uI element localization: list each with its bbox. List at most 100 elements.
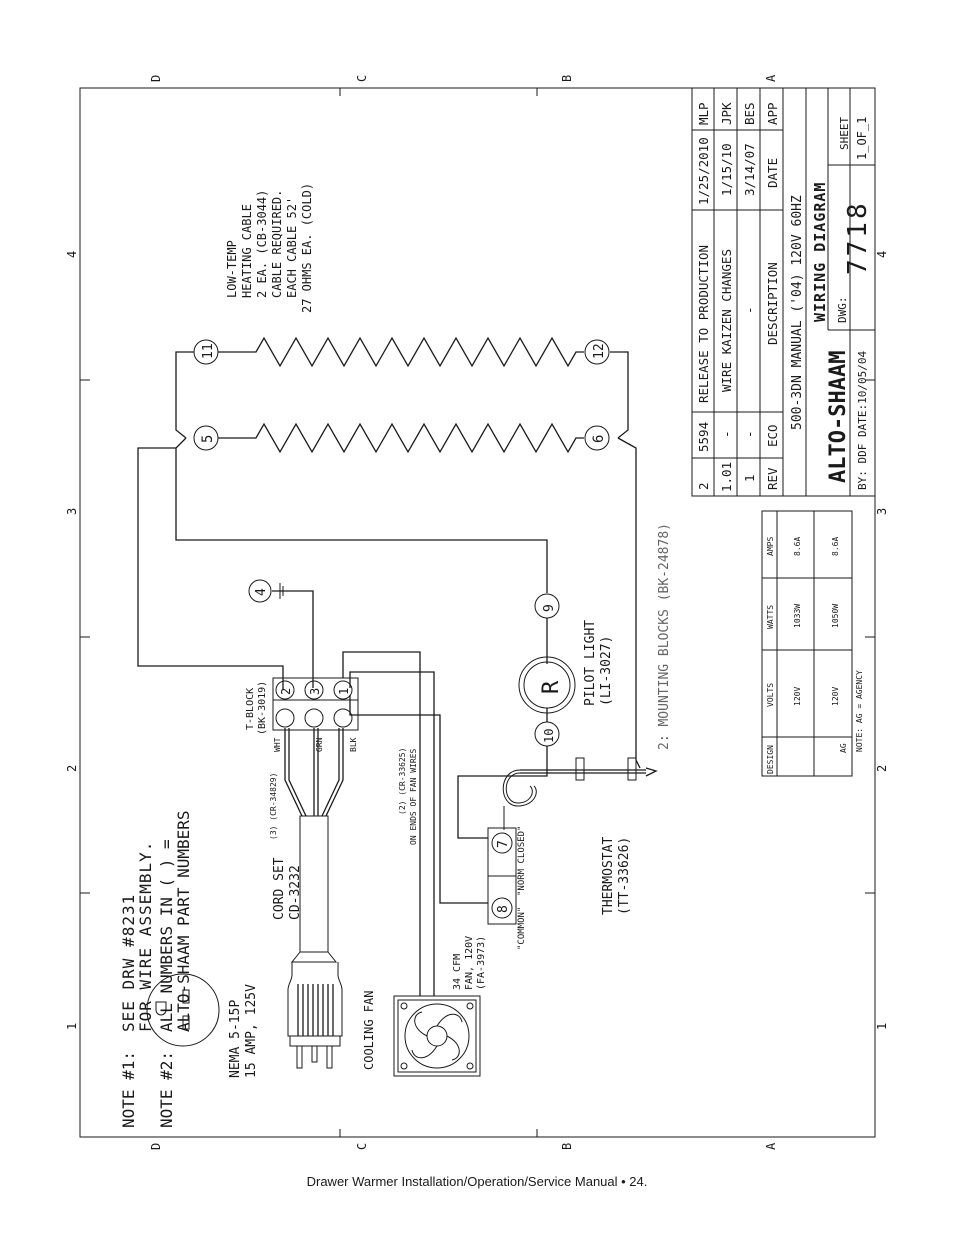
cord-wires — [284, 728, 344, 963]
agency-cell: 8.6A — [793, 537, 802, 556]
note-1: NOTE #1: SEE DRW #8231 FOR WIRE ASSEMBLY… — [119, 841, 155, 1128]
dwg-label: DWG: — [836, 297, 849, 324]
rev-eco: - — [742, 430, 757, 438]
fan-spec-label: 34 CFM FAN, 120V (FA-3973) — [452, 936, 487, 990]
rev-eco: 5594 — [696, 422, 711, 452]
nema-receptacle-icon — [146, 973, 220, 1047]
rev-header-eco: ECO — [765, 424, 780, 447]
terminal-12: 12 — [584, 339, 610, 365]
rev-date: 1/25/2010 — [696, 137, 711, 205]
cord-wires-label: (3) (CR-34829) — [269, 773, 278, 840]
agency-header-volts: VOLTS — [766, 683, 775, 707]
svg-text:GRN: GRN — [315, 737, 324, 752]
rev-description: WIRE KAIZEN CHANGES — [719, 249, 734, 392]
rev-number: 2 — [696, 482, 711, 490]
agency-header-amps: AMPS — [766, 537, 775, 556]
t-block-terminal-1: 1 — [337, 688, 351, 695]
agency-cell: 120V — [793, 687, 802, 706]
agency-cell: 8.6A — [831, 537, 840, 556]
zone-numbers-right: 1 2 3 4 — [875, 251, 889, 1030]
zone-number-left: 4 — [65, 251, 79, 258]
zone-letter-bottom: A — [764, 1142, 778, 1150]
svg-text:5: 5 — [200, 435, 216, 443]
agency-cell: AG — [839, 743, 848, 753]
terminal-6: 6 — [584, 425, 610, 451]
svg-text:FAN, 120V: FAN, 120V — [464, 936, 475, 990]
svg-text:NOTE #1:: NOTE #1: — [119, 1051, 138, 1128]
drawing-border — [79, 87, 876, 1138]
thermostat-label: THERMOSTAT (TT-33626) — [601, 837, 632, 915]
heating-cables — [175, 336, 629, 454]
svg-text:12: 12 — [592, 343, 607, 359]
page-footer: Drawer Warmer Installation/Operation/Ser… — [306, 1174, 648, 1189]
mounting-blocks-label: 2: MOUNTING BLOCKS (BK-24878) — [657, 523, 672, 750]
svg-text:T-BLOCK: T-BLOCK — [245, 688, 256, 730]
cord-set-label: CORD SET CD-3232 — [272, 857, 303, 920]
agency-note: NOTE: AG = AGENCY — [855, 670, 864, 752]
pilot-light-label: PILOT LIGHT (LI-3027) — [583, 620, 614, 706]
svg-text:SEE DRW #8231: SEE DRW #8231 — [119, 894, 138, 1032]
agency-cell: 1033W — [793, 604, 802, 628]
fan-wires-label: (2) (CR-33625) ON ENDS OF FAN WIRES — [398, 748, 418, 845]
agency-table: DESIGN VOLTS WATTS AMPS 120V 1033W 8.6A … — [761, 510, 864, 777]
t-block-terminal-2: 2 — [279, 688, 293, 695]
rev-eco: - — [719, 430, 734, 438]
svg-text:(LI-3027): (LI-3027) — [599, 636, 614, 706]
cooling-fan — [393, 900, 481, 1077]
plug — [287, 962, 343, 1069]
svg-text:10: 10 — [542, 729, 556, 743]
zone-letter-bottom: C — [355, 1143, 369, 1150]
svg-text:9: 9 — [542, 604, 557, 612]
svg-text:HEATING CABLE: HEATING CABLE — [240, 204, 254, 298]
thermostat-nc-label: "NORM CLOSED" — [517, 826, 527, 896]
terminal-11: 11 — [193, 339, 219, 365]
rev-number: 1.01 — [719, 462, 734, 492]
svg-text:CD-3232: CD-3232 — [288, 865, 303, 920]
t-block-wire-labels: WHT GRN BLK — [273, 737, 358, 752]
rev-app: MLP — [696, 102, 711, 125]
terminal-8: 8 — [496, 905, 511, 913]
svg-text:2 EA. (CB-3044): 2 EA. (CB-3044) — [255, 190, 269, 298]
zone-number-left: 3 — [65, 508, 79, 515]
zone-number-right: 1 — [875, 1023, 889, 1030]
svg-text:WHT: WHT — [273, 737, 282, 752]
thermostat: 7 8 "NORM CLOSED" "COMMON" — [487, 826, 527, 950]
title-block: 2 5594 RELEASE TO PRODUCTION 1/25/2010 M… — [691, 87, 876, 497]
rev-app: JPK — [719, 102, 734, 125]
svg-text:NOTE #2:: NOTE #2: — [157, 1051, 176, 1128]
svg-text:NEMA 5-15P: NEMA 5-15P — [228, 1000, 243, 1078]
t-block-label: T-BLOCK (BK-3019) — [245, 681, 268, 735]
sheet-value: 1_OF_1 — [855, 117, 869, 160]
zone-number-right: 3 — [875, 508, 889, 515]
svg-text:EACH CABLE 52': EACH CABLE 52' — [285, 197, 299, 298]
svg-text:4: 4 — [254, 588, 269, 596]
wiring — [137, 437, 641, 960]
thermostat-bulb — [502, 757, 658, 830]
t-block-terminal-3: 3 — [308, 688, 322, 695]
nema-label: NEMA 5-15P 15 AMP, 125V — [228, 984, 259, 1078]
drawing-title: WIRING DIAGRAM — [811, 182, 829, 322]
agency-header-design: DESIGN — [766, 745, 775, 774]
svg-text:FOR WIRE ASSEMBLY.: FOR WIRE ASSEMBLY. — [136, 841, 155, 1032]
rev-header-date: DATE — [765, 158, 780, 188]
svg-text:CORD SET: CORD SET — [272, 857, 287, 920]
t-block: 2 3 1 — [272, 677, 359, 731]
zone-letter-top: A — [764, 74, 778, 82]
svg-text:6: 6 — [591, 435, 607, 443]
by-date-line: BY: DDF DATE:10/05/04 — [856, 351, 869, 490]
zone-letter-bottom: B — [560, 1143, 574, 1150]
note-2: NOTE #2: ALL NUMBERS IN ( ) = ALTO-SHAAM… — [157, 810, 193, 1128]
svg-text:(2) (CR-33625): (2) (CR-33625) — [398, 748, 407, 815]
rev-header-app: APP — [765, 102, 780, 125]
zone-number-left: 1 — [65, 1023, 79, 1030]
agency-cell: 120V — [831, 687, 840, 706]
svg-text:R: R — [539, 680, 564, 694]
svg-text:ALL NUMBERS IN ( ) =: ALL NUMBERS IN ( ) = — [157, 839, 176, 1032]
svg-text:BLK: BLK — [349, 737, 358, 752]
zone-letter-top: D — [149, 75, 163, 82]
pilot-light: R — [518, 656, 576, 714]
svg-text:ALTO-SHAAM PART NUMBERS: ALTO-SHAAM PART NUMBERS — [174, 810, 193, 1032]
heating-cable-note: LOW-TEMP HEATING CABLE 2 EA. (CB-3044) C… — [225, 183, 314, 313]
dwg-number: 7718 — [843, 200, 873, 275]
